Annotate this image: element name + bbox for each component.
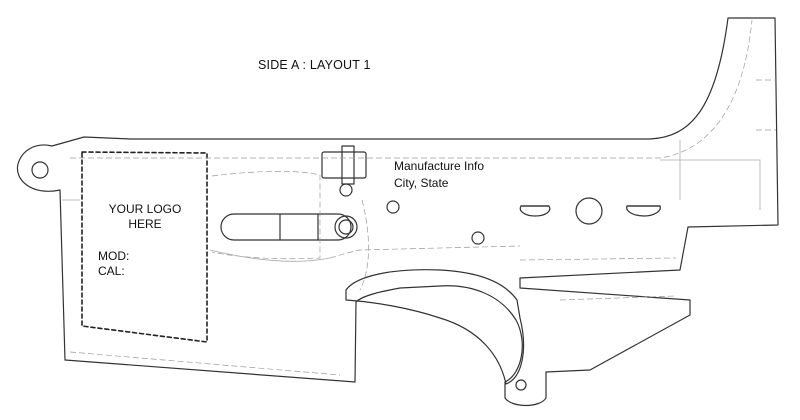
layout-title: SIDE A : LAYOUT 1 xyxy=(258,58,371,72)
trigger-guard-cutout xyxy=(345,269,525,385)
left-slot xyxy=(519,205,551,217)
manufacture-info: Manufacture Info City, State xyxy=(394,158,484,192)
mod-label: MOD: xyxy=(98,249,130,263)
cal-label: CAL: xyxy=(98,264,125,278)
hammer-pin-hole xyxy=(386,200,400,214)
selector-circle xyxy=(334,215,358,239)
receiver-outline xyxy=(16,17,779,407)
pivot-hole xyxy=(31,161,49,179)
right-slot xyxy=(626,205,661,217)
logo-box xyxy=(81,151,208,343)
takedown-hole xyxy=(575,197,603,225)
selector-slot xyxy=(220,213,352,241)
manufacture-line-1: Manufacture Info xyxy=(394,159,485,173)
logo-line-1: YOUR LOGO xyxy=(108,202,182,216)
guard-pin-hole xyxy=(515,379,527,391)
trigger-pin-hole xyxy=(471,231,485,245)
construction-lines xyxy=(69,19,776,376)
bolt-catch-hole xyxy=(339,183,353,197)
logo-line-2: HERE xyxy=(128,217,162,231)
logo-placeholder-text: YOUR LOGO HERE xyxy=(82,202,208,232)
manufacture-line-2: City, State xyxy=(394,176,449,190)
